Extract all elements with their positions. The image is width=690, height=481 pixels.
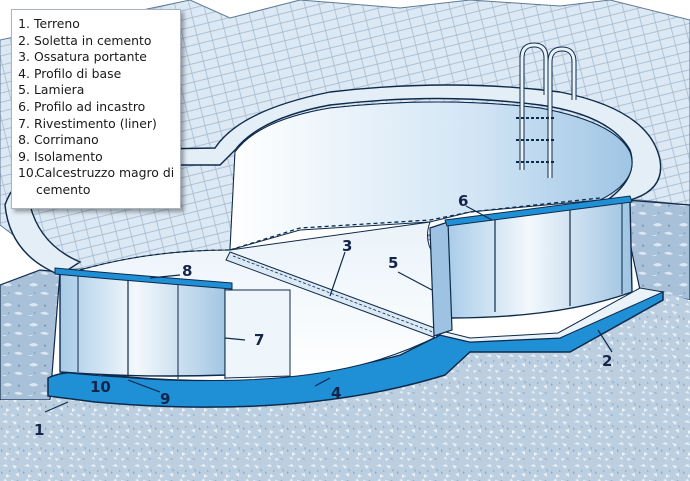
legend-item-1: 1.Terreno [18, 16, 80, 31]
legend-item-2: 2.Soletta in cemento [18, 32, 152, 48]
legend-item-6: 6.Profilo ad incastro [18, 98, 146, 114]
legend-item-10: 10.Calcestruzzo magro di cemento [18, 165, 175, 197]
callout-7: 7 [254, 331, 264, 349]
callout-1: 1 [34, 421, 44, 439]
callout-2: 2 [602, 352, 612, 370]
gravel-ground [0, 292, 690, 481]
legend-item-3: 3.Ossatura portante [18, 49, 147, 65]
legend-item-8: 8.Corrimano [18, 132, 99, 148]
legend-item-9: 9.Isolamento [18, 148, 103, 164]
callout-10: 10 [90, 378, 111, 396]
callout-5: 5 [388, 254, 398, 272]
callout-6: 6 [458, 192, 468, 210]
legend-box: 1.Terreno 2.Soletta in cemento 3.Ossatur… [11, 9, 181, 209]
legend-item-4: 4.Profilo di base [18, 65, 122, 81]
callout-8: 8 [182, 262, 192, 280]
legend-item-7: 7.Rivestimento (liner) [18, 115, 157, 131]
callout-leaders [44, 205, 613, 413]
pool-ladder [516, 42, 577, 178]
legend-item-5: 5.Lamiera [18, 82, 85, 98]
left-wall-panels [59, 271, 291, 379]
support-beam [225, 251, 441, 339]
soil-left [0, 269, 61, 401]
callout-9: 9 [160, 390, 170, 408]
callout-3: 3 [342, 237, 352, 255]
callout-4: 4 [331, 384, 341, 402]
top-rail [54, 195, 633, 290]
soil-right [624, 199, 690, 301]
